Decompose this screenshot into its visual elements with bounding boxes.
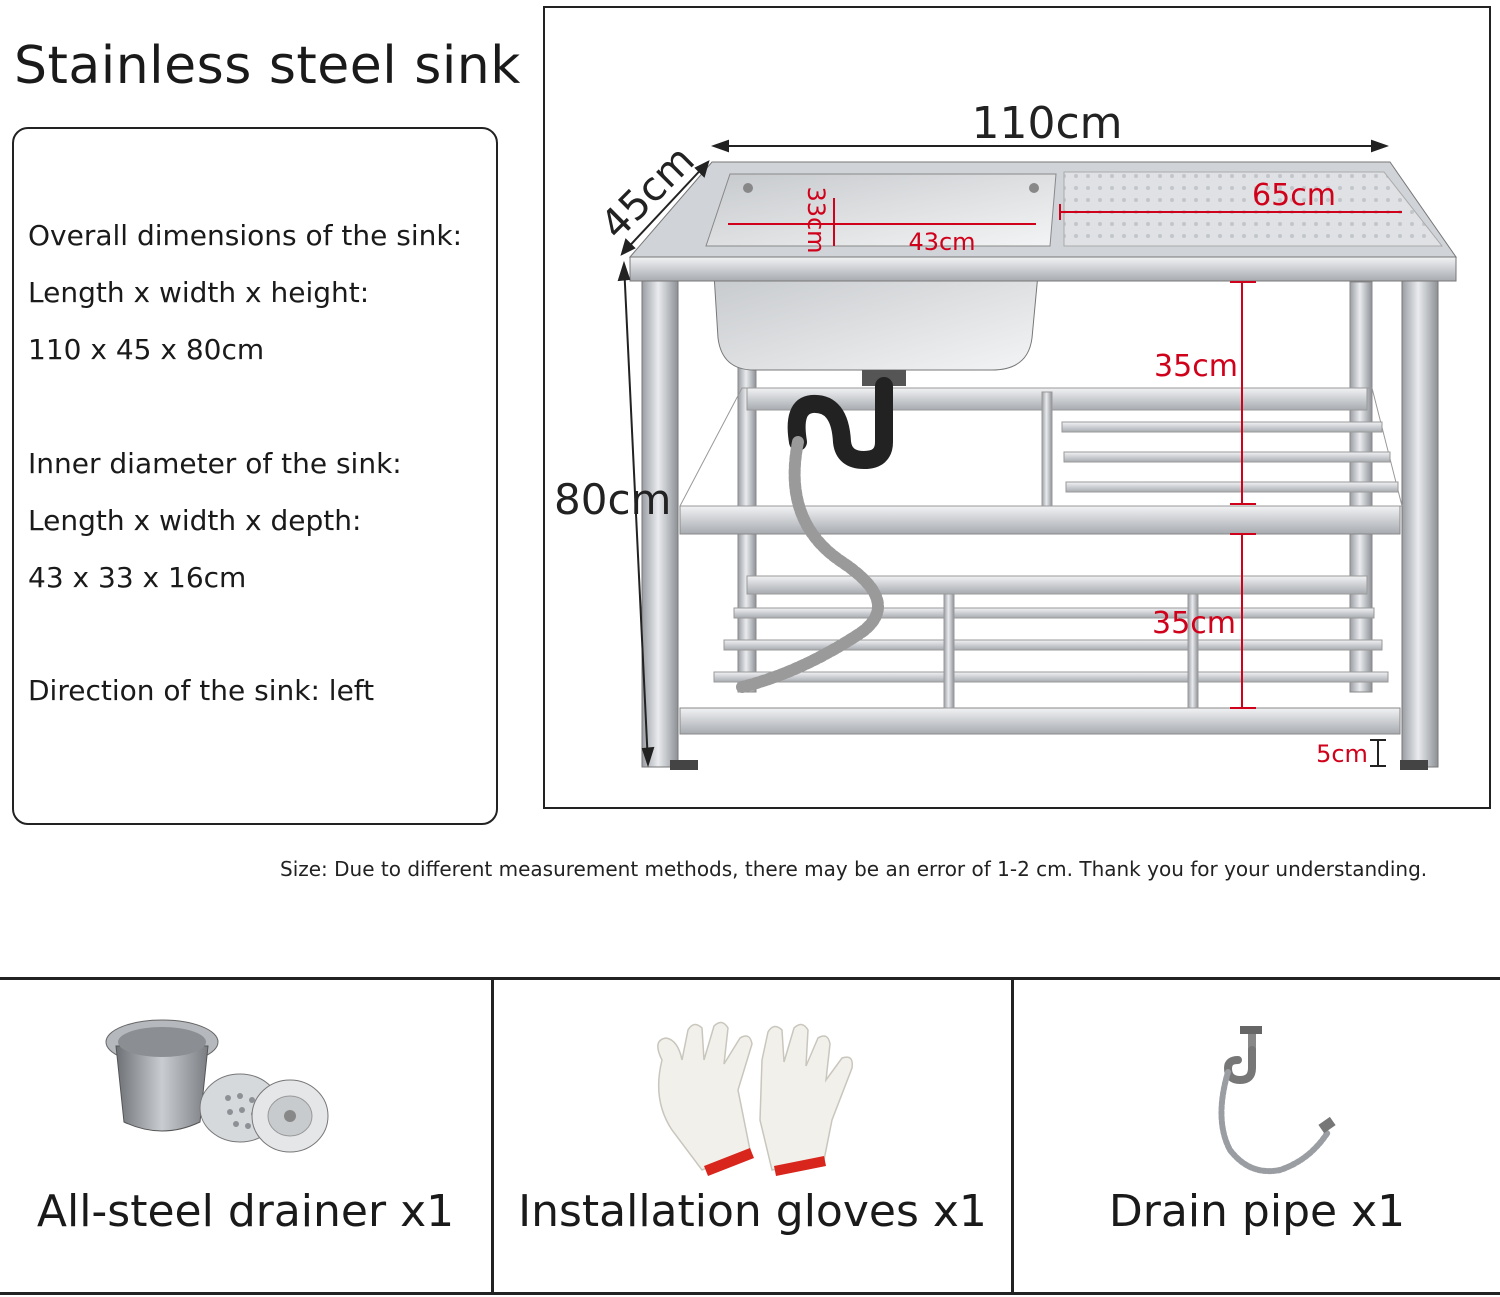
- length-label: 110cm: [971, 98, 1122, 149]
- drain-trap: [736, 370, 906, 693]
- inner-dimensions-label: Length x width x depth:: [28, 504, 362, 537]
- drainboard-length-label: 65cm: [1252, 178, 1336, 213]
- upper-shelf: [679, 387, 1403, 535]
- gloves-icon: [657, 1021, 854, 1176]
- drainer-icon: [105, 1019, 329, 1153]
- accessory-label: Installation gloves x1: [518, 1186, 987, 1237]
- sink-direction: Direction of the sink: left: [28, 674, 375, 707]
- accessory-label: All-steel drainer x1: [36, 1186, 455, 1237]
- basin-width-label: 33cm: [802, 186, 830, 253]
- basin-length-label: 43cm: [908, 228, 975, 256]
- drain-pipe-icon: [1218, 1026, 1336, 1174]
- accessory-drain-pipe: Drain pipe x1: [1011, 980, 1500, 1292]
- upper-shelf-gap-label: 35cm: [1154, 349, 1238, 384]
- page-title: Stainless steel sink: [14, 36, 521, 96]
- sink-illustration: 110cm 45cm 80cm 33cm 43cm 65cm 35cm 35cm…: [554, 98, 1457, 770]
- inner-dimensions-value: 43 x 33 x 16cm: [28, 561, 247, 594]
- lower-shelf: [679, 575, 1401, 735]
- spec-panel: Overall dimensions of the sink: Length x…: [12, 127, 498, 825]
- red-dimension-lines: [728, 198, 1402, 767]
- overall-dimensions-value: 110 x 45 x 80cm: [28, 333, 265, 366]
- sink-bowl: [713, 273, 1039, 371]
- lower-shelf-gap-label: 35cm: [1152, 606, 1236, 641]
- measurement-note: Size: Due to different measurement metho…: [280, 857, 1428, 881]
- sink-worktop: [628, 161, 1457, 282]
- height-label: 80cm: [554, 475, 671, 524]
- accessory-gloves: Installation gloves x1: [491, 980, 1011, 1292]
- sink-dimension-diagram: 110cm 45cm 80cm 33cm 43cm 65cm 35cm 35cm…: [543, 6, 1491, 809]
- accessory-drainer: All-steel drainer x1: [0, 980, 491, 1292]
- overall-dimensions-label: Length x width x height:: [28, 276, 370, 309]
- foot-height-label: 5cm: [1316, 740, 1368, 768]
- overall-dimensions-heading: Overall dimensions of the sink:: [28, 219, 462, 252]
- dimension-lines: [617, 139, 1389, 768]
- accessory-label: Drain pipe x1: [1108, 1186, 1406, 1237]
- accessories-row: All-steel drainer x1 Installation gloves…: [0, 977, 1500, 1295]
- inner-dimensions-heading: Inner diameter of the sink:: [28, 447, 402, 480]
